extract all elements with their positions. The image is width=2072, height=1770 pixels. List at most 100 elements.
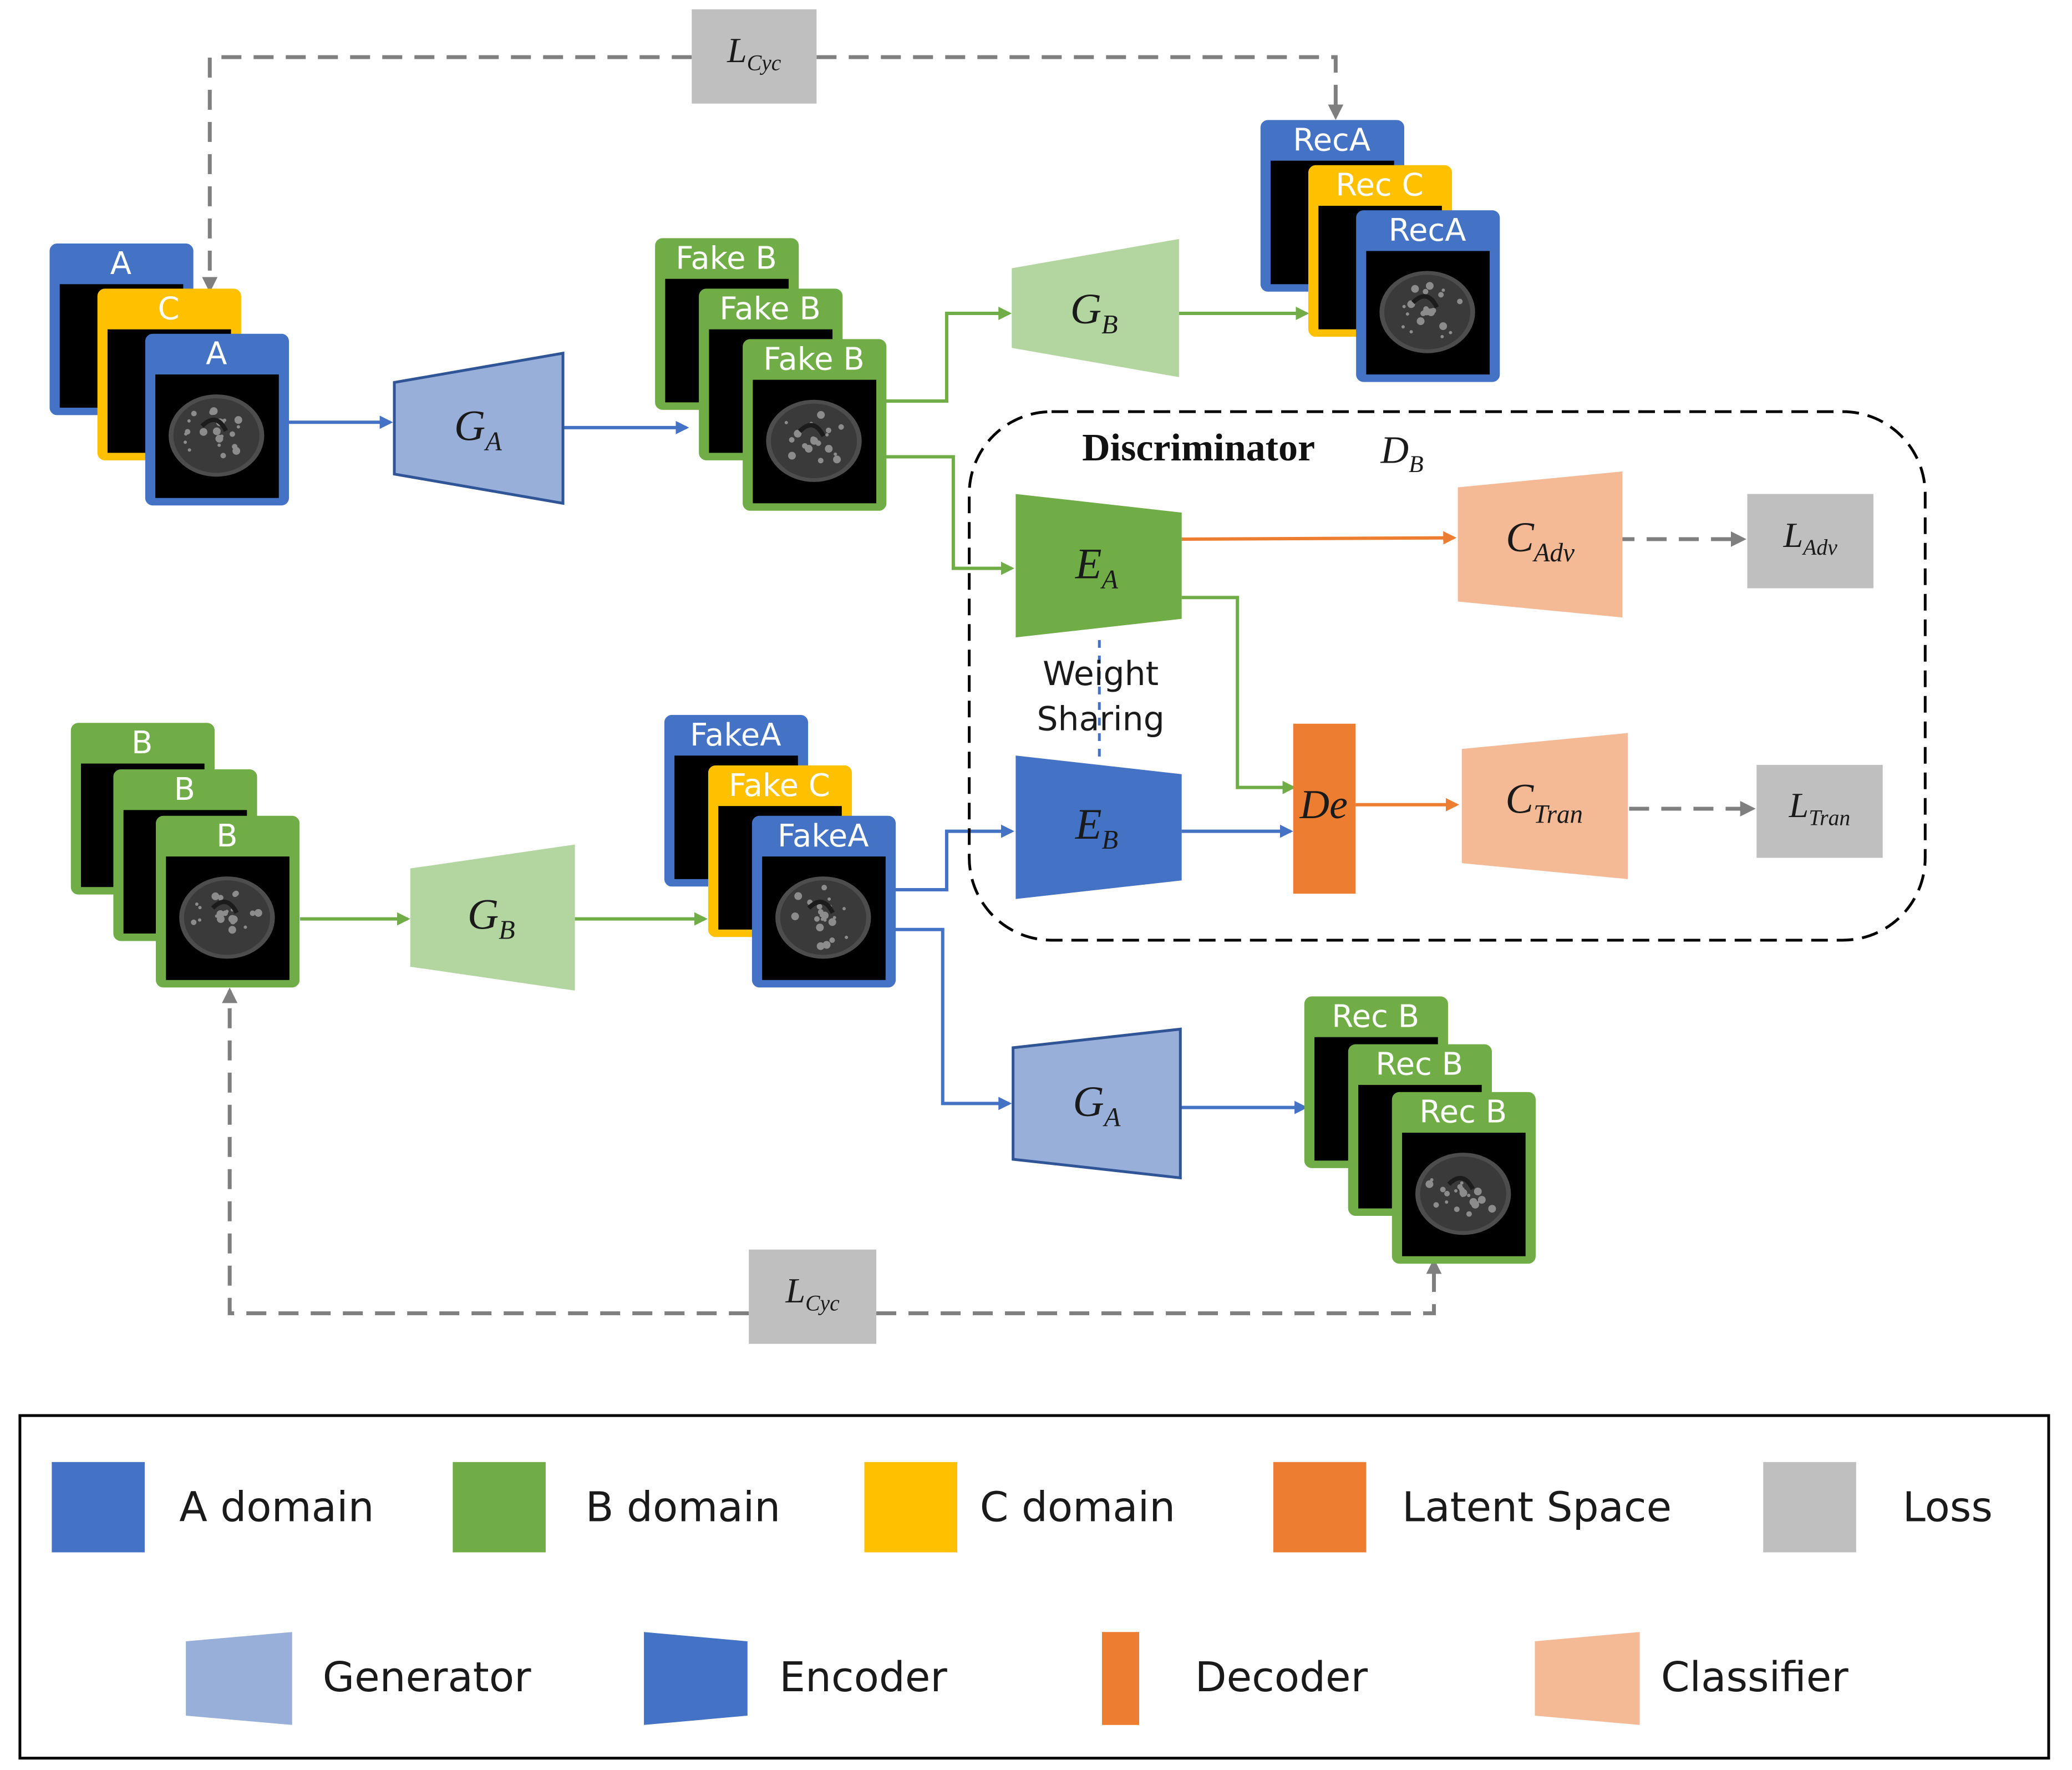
legend-encoder-swatch (644, 1632, 748, 1725)
rec-b-stack-card-3-brain-spot (1469, 1198, 1477, 1206)
rec-a-stack-card-3-brain (1379, 271, 1475, 353)
generator-gb-top-label-main: G (1070, 285, 1101, 333)
fake-b-stack-card-3-brain-spot (817, 458, 824, 464)
weight-sharing-label-line1: Weight (1043, 655, 1159, 693)
cycle-loss-bottom-label-main: L (785, 1271, 805, 1310)
rec-a-stack-card-3-brain-spot (1449, 331, 1453, 334)
input-stack-a-card-3-brain-spot (184, 440, 187, 444)
fake-a-stack-card-3-brain-spot (814, 916, 820, 922)
fake-b-stack-card-3-brain-spot (789, 437, 795, 443)
rec-b-stack-card-3-brain-spot (1460, 1181, 1464, 1185)
generator-gb-bottom-label-main: G (468, 890, 499, 939)
legend-c-domain-label: C domain (980, 1483, 1175, 1531)
arrow-fakeb-to-ea (885, 455, 1015, 575)
arrow-fakeb-to-gb (885, 306, 1012, 403)
cycle-loss-bottom: LCyc (749, 1249, 877, 1344)
input-stack-a-card-3: A (145, 333, 289, 506)
input-stack-a-card-3-brain-spot (229, 431, 235, 437)
rec-b-stack-card-3-brain-spot (1440, 1186, 1446, 1193)
fake-a-stack-card-3-brain-spot (819, 914, 823, 917)
fake-b-stack-card-3-brain-spot (788, 452, 796, 460)
fake-a-stack-card-3-brain-spot (821, 911, 829, 920)
loss-tran-box (1756, 764, 1883, 858)
weight-sharing-label-line2: Sharing (1037, 700, 1164, 739)
generator-gb-top (1012, 239, 1179, 377)
cycle-loss-bottom-label-sub: Cyc (805, 1291, 840, 1316)
generator-gb-top-label: GB (1070, 285, 1118, 339)
fake-b-stack-card-3-brain-spot (825, 427, 831, 433)
input-stack-b-card-3-brain-spot (198, 906, 202, 910)
input-stack-a-card-3-brain-spot (220, 453, 226, 459)
encoder-ea (1015, 494, 1182, 638)
fake-b-stack-card-3-brain-spot (784, 420, 788, 424)
fake-a-stack-card-3-brain-spot (829, 937, 835, 943)
fake-a-stack-card-3-brain-spot (845, 935, 849, 939)
cycle-loss-top-right (816, 55, 1344, 120)
decoder-de (1293, 723, 1356, 894)
cycle-loss-top-label: LCyc (727, 31, 781, 75)
fake-b-stack-card-3-label: Fake B (763, 341, 865, 377)
generator-ga-top-label: GA (454, 402, 502, 457)
generator-ga-bottom-label-main: G (1073, 1077, 1104, 1125)
input-stack-b-card-3-brain-spot (225, 910, 229, 914)
fake-a-stack-card-3-brain-spot (827, 897, 831, 901)
encoder-eb-label-sub: B (1101, 825, 1118, 855)
cycle-loss-top-left (202, 55, 692, 293)
legend-loss-label: Loss (1903, 1483, 1993, 1531)
input-stack-a-card-3-brain-spot (215, 434, 224, 443)
generator-gb-bottom-label: GB (468, 890, 515, 945)
input-stack-b-card-3-brain-spot (230, 915, 238, 924)
fake-a-stack-card-3-brain (775, 876, 871, 959)
input-stack-a-card-1-label: A (110, 246, 131, 282)
rec-b-stack-card-3-brain-spot (1454, 1206, 1460, 1213)
rec-a-stack-card-3-brain-spot (1405, 312, 1409, 316)
arrow-ea-to-cadv (1181, 531, 1457, 545)
fake-b-stack-card-3-brain-spot (838, 424, 844, 430)
encoder-eb (1015, 755, 1182, 899)
discriminator-symbol: DB (1380, 429, 1424, 478)
input-stack-b-card-3-brain-tissue (184, 880, 270, 955)
fake-a-stack-card-3-brain-spot (823, 918, 827, 922)
arrow-fakea-to-eb (892, 824, 1015, 891)
input-stack-a-card-3-brain-spot (223, 418, 227, 422)
rec-a-stack-card-3-brain-spot (1425, 282, 1434, 290)
generator-gb-bottom-label-sub: B (499, 916, 515, 945)
loss-tran-label-sub: Tran (1809, 806, 1850, 830)
arrow-ea-to-de (1181, 596, 1296, 794)
input-stack-b-card-2-label: B (174, 772, 195, 808)
rec-a-stack-card-1-label: RecA (1293, 122, 1370, 158)
rec-b-stack-card-3-label: Rec B (1419, 1094, 1507, 1130)
cycle-loss-bottom-right (876, 1258, 1442, 1316)
fake-b-stack-card-3-brain (766, 399, 862, 482)
input-stack-a-card-2-label: C (158, 291, 179, 327)
classifier-adv (1457, 471, 1623, 618)
fake-a-stack-card-3-brain-spot (794, 892, 803, 900)
input-stack-b-card-3-brain-spot (228, 926, 236, 934)
rec-b-stack-card-3-brain-spot (1454, 1189, 1457, 1193)
fake-a-stack-card-3-brain-spot (842, 907, 846, 911)
input-stack-b-card-3: B (155, 815, 300, 988)
discriminator-title: Discriminator (1082, 427, 1315, 469)
input-stack-a-card-3-brain-spot (187, 419, 191, 423)
cycle-loss-top-label-main: L (727, 31, 747, 70)
input-stack-b-card-3-brain-spot (195, 902, 199, 906)
encoder-ea-label-main: E (1075, 540, 1102, 588)
cycle-loss-bottom-left (222, 987, 749, 1316)
legend-classifier-label: Classifier (1661, 1654, 1848, 1701)
rec-a-stack-card-3-brain-spot (1439, 322, 1448, 331)
input-stack-b-card-3-brain-spot (243, 925, 247, 929)
fake-a-stack-card-3-brain-spot (793, 914, 799, 920)
rec-a-stack-card-3-brain-spot (1457, 298, 1463, 305)
rec-b-stack-card-3-brain-spot (1445, 1200, 1449, 1204)
classifier-tran (1461, 733, 1628, 879)
cycle-loss-top: LCyc (692, 9, 817, 104)
rec-b-stack-card-3-brain-spot (1466, 1211, 1472, 1217)
loss-tran: LTran (1756, 764, 1883, 858)
rec-b-stack-card-3-brain-spot (1488, 1205, 1496, 1213)
classifier-tran-label-sub: Tran (1533, 800, 1583, 829)
legend-decoder-swatch (1102, 1632, 1140, 1725)
